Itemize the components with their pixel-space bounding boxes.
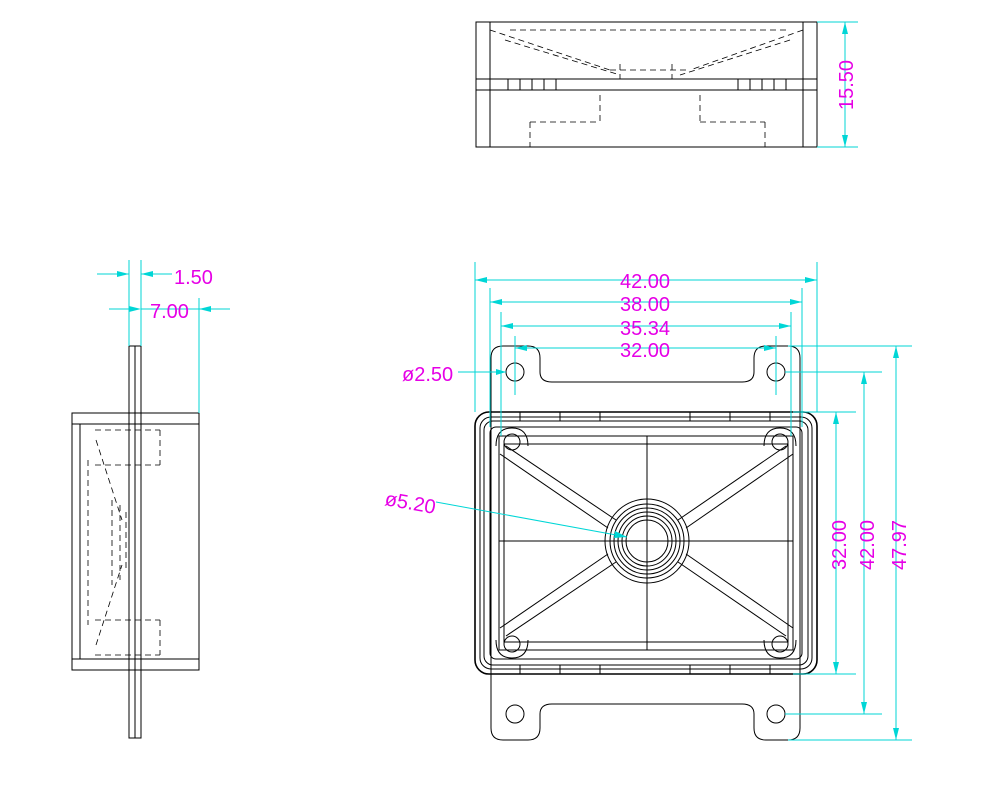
mounting-hole — [505, 704, 525, 724]
side-view — [71, 345, 200, 739]
dim-label-32-00-h: 32.00 — [829, 520, 851, 570]
dim-label-5-20: ø5.20 — [383, 488, 437, 519]
dim-label-1-50: 1.50 — [174, 267, 213, 289]
dim-width-holes-outer: 35.34 — [500, 312, 792, 436]
dim-hole-small: ø2.50 — [402, 364, 506, 386]
dim-label-35-34: 35.34 — [620, 318, 670, 340]
dim-width-overall: 42.00 — [474, 262, 818, 412]
dim-height-overall: 47.97 — [788, 345, 912, 741]
dim-hole-center: ø5.20 — [383, 488, 628, 538]
dim-label-38-00: 38.00 — [620, 294, 670, 316]
dim-label-42-00-h: 42.00 — [857, 520, 879, 570]
dim-side-wall: 1.50 — [97, 260, 213, 346]
dim-label-2-50: ø2.50 — [402, 364, 453, 386]
center-boss — [604, 498, 690, 584]
dim-label-15-50: 15.50 — [836, 60, 858, 110]
center-hole — [625, 519, 669, 563]
dim-label-42-00: 42.00 — [620, 271, 670, 293]
mounting-flange — [490, 345, 801, 741]
dim-label-47-97: 47.97 — [889, 520, 911, 570]
dim-width-inner: 38.00 — [489, 288, 803, 427]
dim-height-inner: 32.00 — [793, 411, 856, 675]
dim-side-depth: 7.00 — [109, 298, 230, 413]
mounting-hole — [766, 704, 786, 724]
dim-height-body: 42.00 — [785, 371, 882, 715]
dim-top-height: 15.50 — [817, 21, 858, 148]
top-view — [475, 21, 818, 148]
dim-width-holes: 32.00 — [514, 336, 777, 395]
front-view — [474, 345, 818, 741]
dim-label-32-00-w: 32.00 — [620, 340, 670, 362]
dim-label-7-00: 7.00 — [150, 301, 189, 323]
